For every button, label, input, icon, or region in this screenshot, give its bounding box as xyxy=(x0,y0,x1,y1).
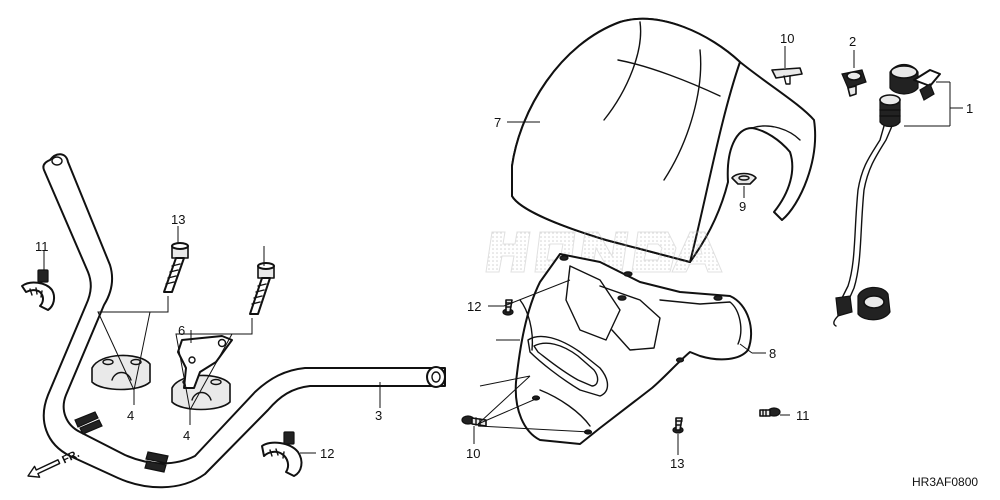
band-left[interactable] xyxy=(21,269,56,311)
callout-meter-bracket: 6 xyxy=(178,323,185,338)
upper-holder-right[interactable] xyxy=(171,374,231,411)
callout-lower-cover: 8 xyxy=(769,346,776,361)
tapping-screw-bottom[interactable] xyxy=(672,417,684,434)
callout-holder-left: 4 xyxy=(127,408,134,423)
handlebar-lower-cover[interactable] xyxy=(514,253,753,445)
diagram-code: HR3AF0800 xyxy=(912,475,978,489)
callout-screw-right: 11 xyxy=(796,408,810,423)
key-grommet[interactable] xyxy=(841,69,867,97)
bolt-right[interactable] xyxy=(249,262,275,315)
front-indicator: FR. xyxy=(27,448,81,478)
callout-bolt-left: 13 xyxy=(171,212,185,227)
callout-handlebar: 3 xyxy=(375,408,382,423)
callout-holder-right: 4 xyxy=(183,428,190,443)
tapping-screw-left[interactable] xyxy=(502,299,514,316)
callout-upper-cover: 7 xyxy=(494,115,501,130)
bolt-left[interactable] xyxy=(163,242,189,293)
callout-screw-left: 10 xyxy=(466,446,480,461)
grommet[interactable] xyxy=(731,172,757,185)
callout-tapping-screw-left: 12 xyxy=(467,299,481,314)
callout-band-bottom: 12 xyxy=(320,446,334,461)
leader-lines xyxy=(43,46,963,455)
callout-grommet: 9 xyxy=(739,199,746,214)
front-arrow-icon xyxy=(27,459,61,478)
screw-right[interactable] xyxy=(759,407,781,417)
callout-labels: 1 2 10 9 7 8 11 12 13 6 4 4 3 12 10 11 1… xyxy=(35,31,973,471)
callout-key-grommet: 2 xyxy=(849,34,856,49)
handlebar[interactable] xyxy=(42,153,446,489)
callout-clip: 10 xyxy=(780,31,794,46)
meter-bracket[interactable] xyxy=(177,335,233,389)
handlebar-upper-cover[interactable] xyxy=(485,17,817,273)
callout-main-switch: 1 xyxy=(966,101,973,116)
upper-holder-left[interactable] xyxy=(91,354,151,391)
band-bottom[interactable] xyxy=(261,431,303,477)
main-switch[interactable] xyxy=(833,63,941,327)
callout-band-left: 11 xyxy=(35,239,49,254)
callout-tapping-screw-bottom: 13 xyxy=(670,456,684,471)
screw-left[interactable] xyxy=(461,415,487,427)
clip[interactable] xyxy=(771,67,803,85)
